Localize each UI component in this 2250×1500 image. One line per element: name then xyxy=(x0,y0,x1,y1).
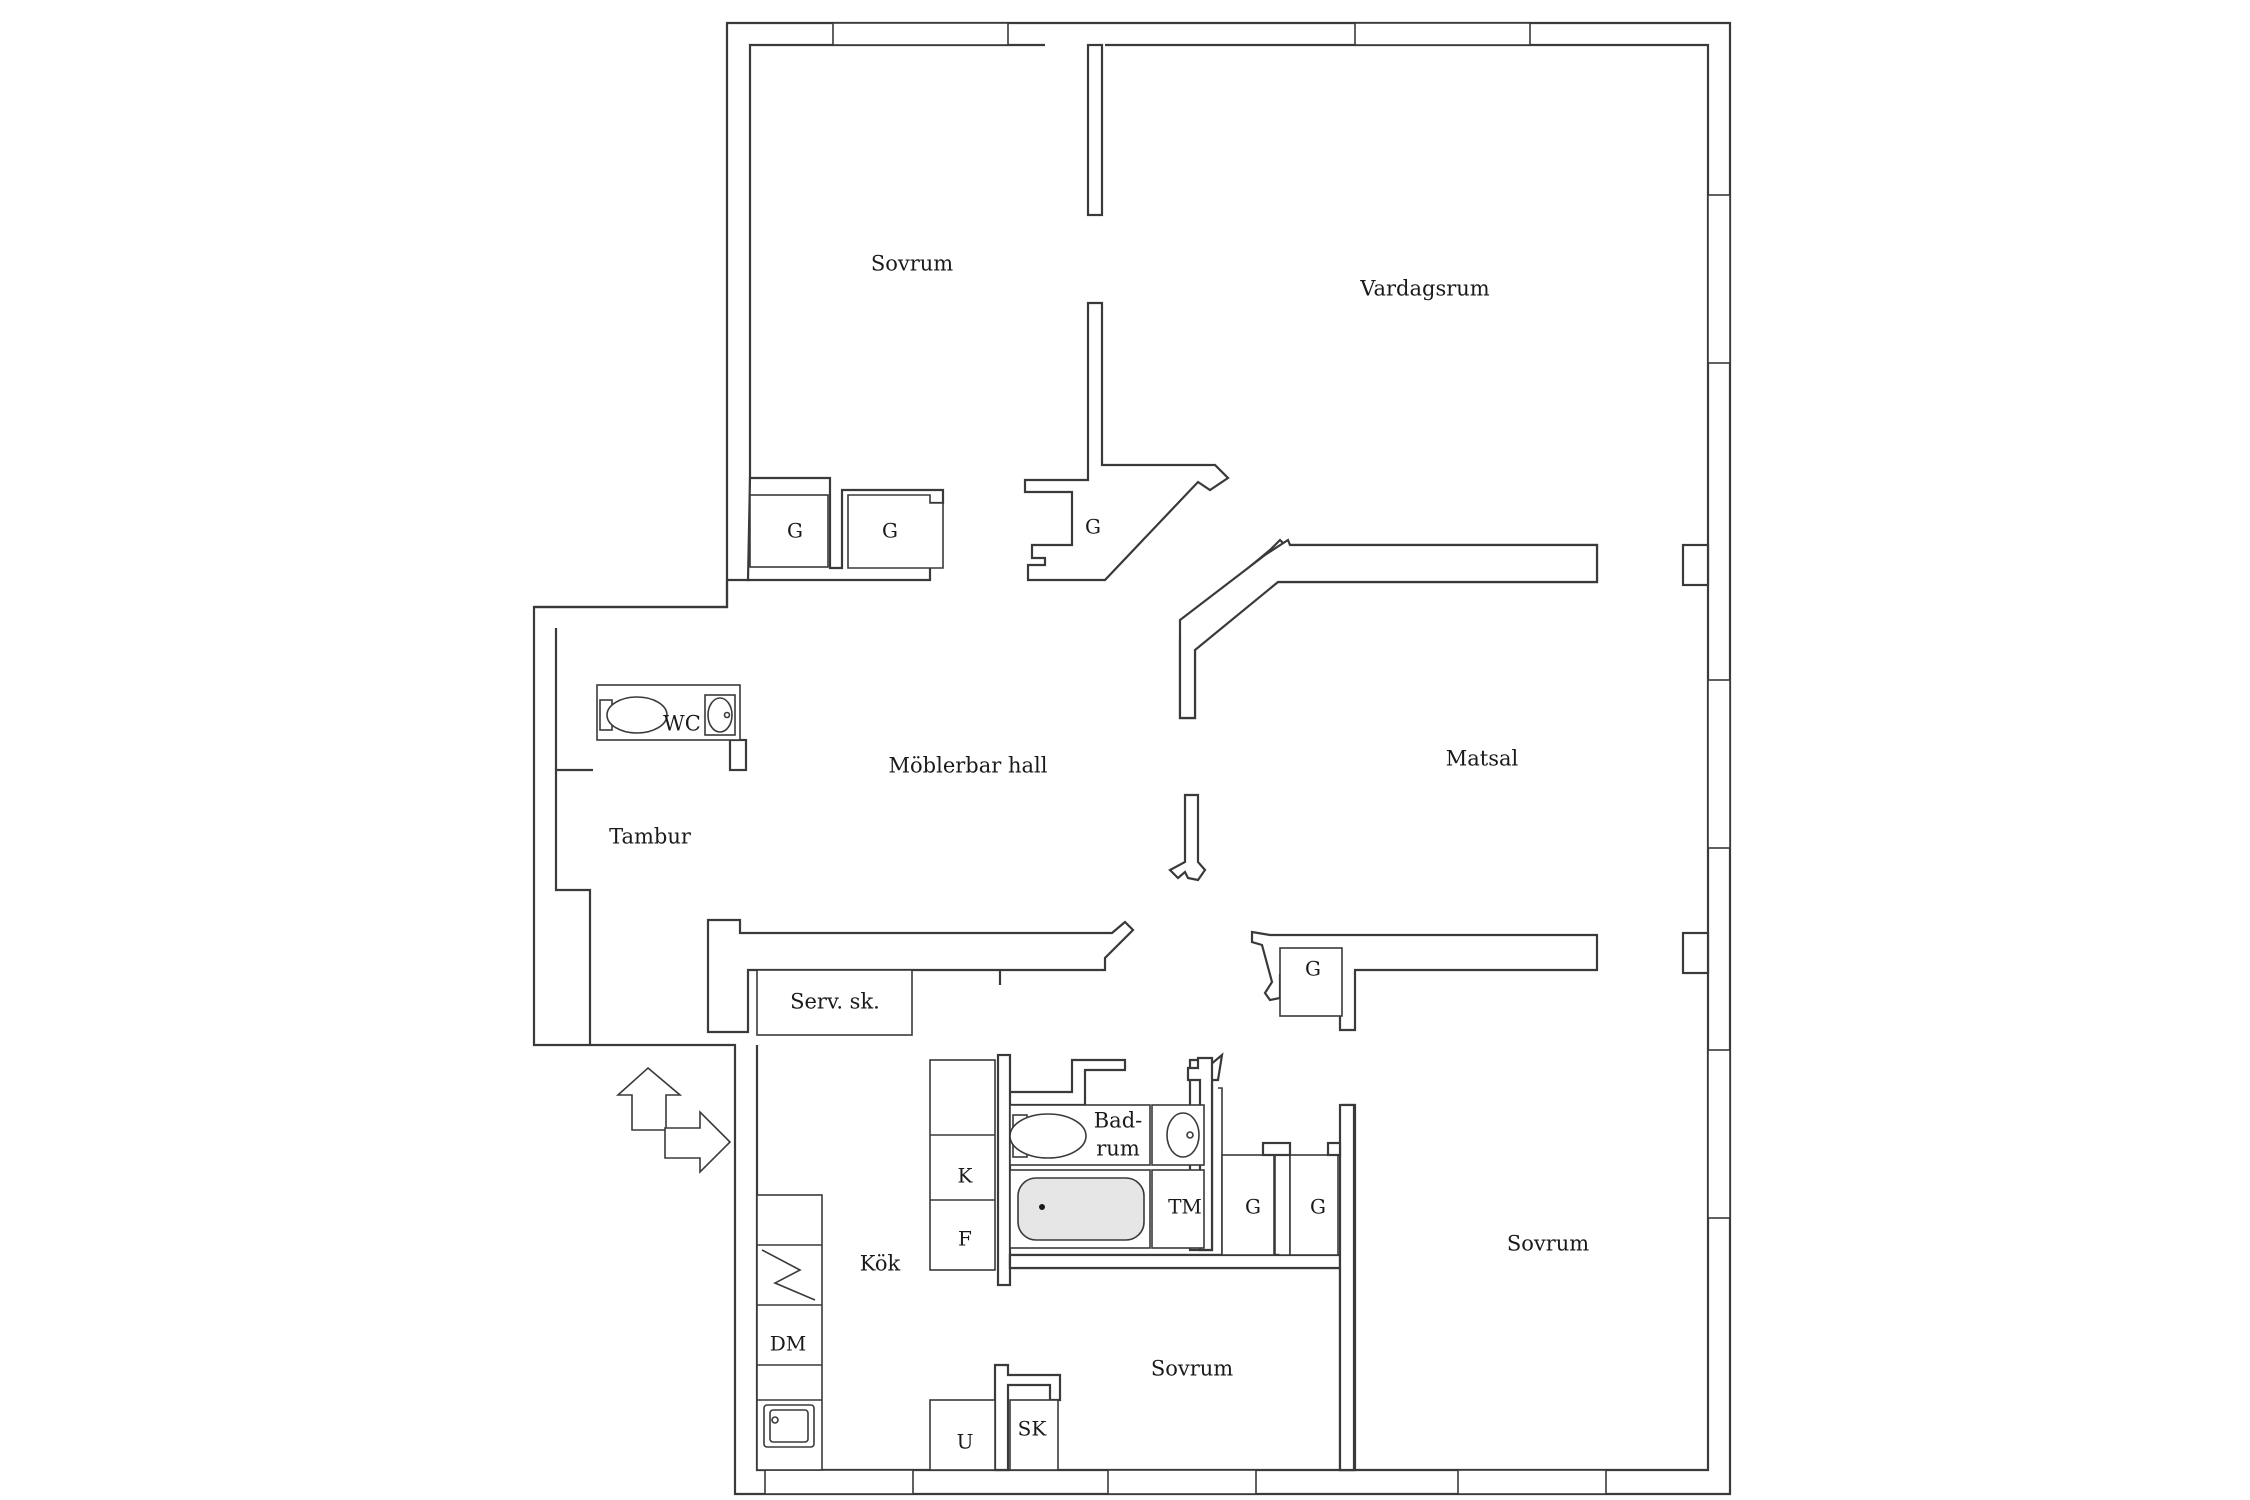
label-u: U xyxy=(957,1430,974,1454)
label-kok: Kök xyxy=(860,1252,901,1276)
kitchen-counters xyxy=(756,1059,996,1471)
wc-toilet-icon xyxy=(599,696,668,734)
wc-sink-icon xyxy=(704,694,736,736)
window-top-right xyxy=(1354,22,1531,46)
entrance-arrow-up-icon xyxy=(615,1066,683,1131)
label-sovrum-top: Sovrum xyxy=(871,252,953,276)
closet-g4-box xyxy=(1221,1154,1275,1256)
label-badrum-line1: Bad- xyxy=(1094,1109,1143,1133)
appliance-labels: K F TM DM U SK xyxy=(770,1164,1202,1454)
label-sk: SK xyxy=(1018,1417,1048,1441)
label-g2: G xyxy=(882,519,898,543)
closet-sk-box xyxy=(1009,1399,1059,1471)
label-tambur: Tambur xyxy=(609,825,692,849)
label-g3: G xyxy=(1085,515,1101,539)
outer-wall xyxy=(532,21,1732,1496)
interior-walls xyxy=(706,43,1710,1472)
label-tm: TM xyxy=(1168,1195,1202,1219)
label-wc: WC xyxy=(663,712,701,736)
window-right-2 xyxy=(1707,679,1731,849)
bathroom-fixtures xyxy=(1009,1104,1205,1249)
window-top-left xyxy=(832,22,1009,46)
wc-fixtures xyxy=(596,684,741,741)
label-k: K xyxy=(958,1164,974,1188)
windows xyxy=(764,22,1731,1495)
label-sovrum-right: Sovrum xyxy=(1507,1232,1589,1256)
label-dm: DM xyxy=(770,1332,807,1356)
label-serv-sk: Serv. sk. xyxy=(790,990,880,1014)
toilet-icon xyxy=(1009,1113,1087,1159)
window-right-1 xyxy=(1707,194,1731,364)
label-moblerbar-hall: Möblerbar hall xyxy=(889,754,1048,778)
closet-u-box xyxy=(929,1399,996,1471)
label-badrum-line2: rum xyxy=(1096,1137,1140,1161)
label-g5: G xyxy=(1310,1195,1326,1219)
bathroom-sink-icon xyxy=(1166,1112,1200,1158)
label-f: F xyxy=(958,1227,972,1251)
closet-labels: G G G G G G xyxy=(787,515,1326,1219)
window-bottom-1 xyxy=(764,1469,914,1495)
window-bottom-2 xyxy=(1107,1469,1257,1495)
counter-column-center xyxy=(929,1059,996,1271)
washing-machine-box xyxy=(1151,1169,1205,1249)
room-labels: Sovrum Vardagsrum Möblerbar hall Matsal … xyxy=(609,252,1589,1381)
label-matsal: Matsal xyxy=(1446,747,1519,771)
closet-g1-box xyxy=(749,494,829,568)
label-g1: G xyxy=(787,519,803,543)
stove-icon xyxy=(761,1249,816,1301)
bathtub-icon xyxy=(1017,1177,1145,1241)
closet-g6-box xyxy=(1279,947,1343,1017)
label-g6: G xyxy=(1305,957,1321,981)
label-g4: G xyxy=(1245,1195,1261,1219)
entrance-arrows xyxy=(615,1066,732,1174)
entrance-arrow-right-icon xyxy=(664,1110,732,1174)
closet-g5-box xyxy=(1289,1154,1339,1256)
window-bottom-3 xyxy=(1457,1469,1607,1495)
window-right-3 xyxy=(1707,1049,1731,1219)
label-vardagsrum: Vardagsrum xyxy=(1359,277,1490,301)
serv-sk-box xyxy=(756,969,913,1036)
label-sovrum-bottom: Sovrum xyxy=(1151,1357,1233,1381)
